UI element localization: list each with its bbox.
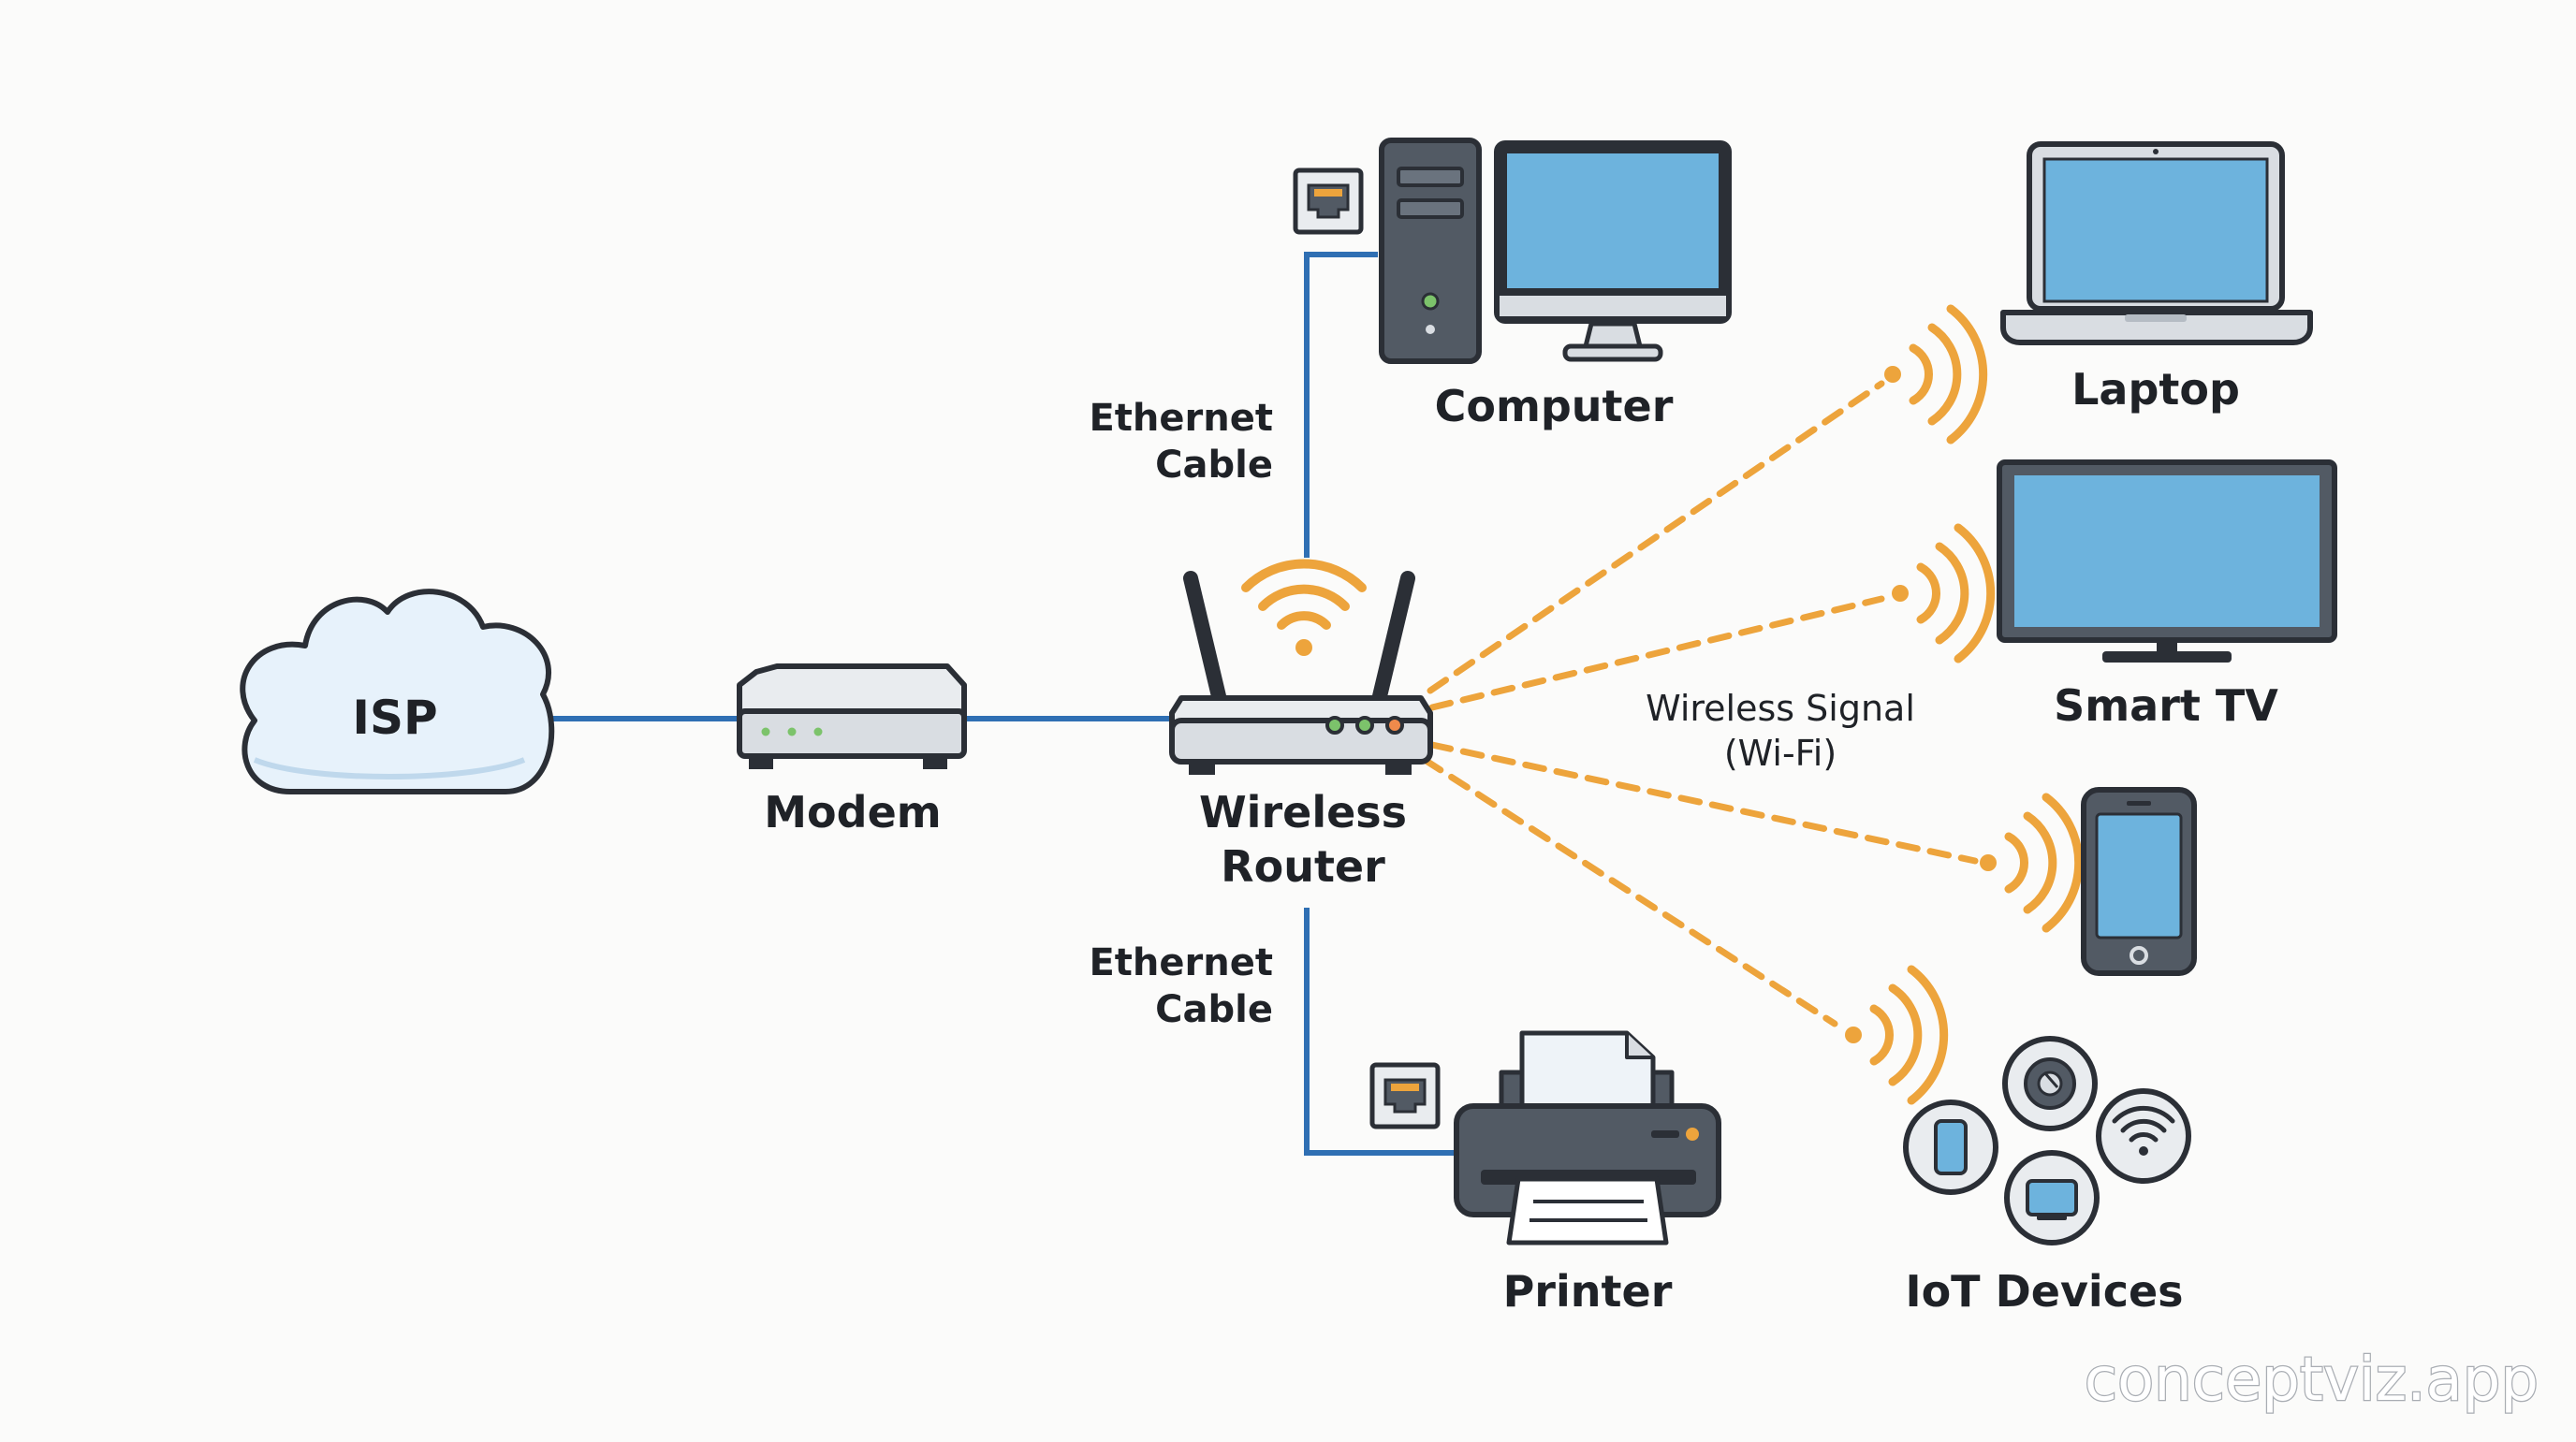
wifi-signal-laptop-icon bbox=[1884, 304, 1988, 444]
isp-label: ISP bbox=[352, 691, 437, 745]
iot-speaker-icon bbox=[2002, 1036, 2098, 1131]
wifi-signal-phone-icon bbox=[1980, 793, 2084, 933]
router-label-line2: Router bbox=[1221, 841, 1385, 892]
ethernet-port-bottom-icon bbox=[1369, 1062, 1441, 1129]
router-label-line1: Wireless bbox=[1199, 787, 1407, 838]
ethernet-bottom-label-line2: Cable bbox=[1155, 988, 1273, 1031]
wifi-link-iot bbox=[1421, 756, 1838, 1027]
modem-label: Modem bbox=[764, 787, 941, 838]
ethernet-cable-bottom bbox=[1304, 908, 1456, 1156]
wireless-signal-label-line1: Wireless Signal bbox=[1646, 688, 1915, 729]
iot-tablet-icon bbox=[2004, 1150, 2100, 1245]
wifi-signal-iot-icon bbox=[1845, 965, 1949, 1105]
ethernet-port-top-icon bbox=[1293, 168, 1364, 235]
router-icon bbox=[1169, 571, 1433, 775]
watermark-text: conceptviz.app bbox=[2085, 1346, 2539, 1415]
wifi-link-phone bbox=[1428, 741, 1979, 865]
wifi-link-laptop bbox=[1427, 380, 1885, 694]
iot-phone-icon bbox=[1903, 1100, 1998, 1195]
iot-devices-label: IoT Devices bbox=[1905, 1266, 2183, 1317]
iot-wifi-icon bbox=[2096, 1088, 2191, 1184]
ethernet-top-label-line2: Cable bbox=[1155, 444, 1273, 487]
printer-icon bbox=[1454, 1030, 1721, 1245]
router-wifi-icon bbox=[1241, 559, 1367, 656]
modem-icon bbox=[737, 663, 967, 769]
ethernet-cable-top bbox=[1304, 252, 1378, 558]
wifi-links bbox=[1421, 380, 1979, 1027]
computer-label: Computer bbox=[1435, 381, 1674, 431]
desktop-tower-icon bbox=[1379, 138, 1482, 364]
printer-label: Printer bbox=[1503, 1266, 1673, 1317]
iot-devices-icon bbox=[1903, 1036, 2191, 1245]
ethernet-top-label-line1: Ethernet bbox=[1089, 397, 1273, 440]
smartphone-icon bbox=[2081, 787, 2197, 976]
wireless-signal-label-line2: (Wi-Fi) bbox=[1724, 733, 1837, 774]
wifi-signal-tv-icon bbox=[1892, 523, 1996, 663]
laptop-icon bbox=[2000, 141, 2313, 345]
smart-tv-label: Smart TV bbox=[2054, 680, 2278, 731]
ethernet-bottom-label-line1: Ethernet bbox=[1089, 941, 1273, 984]
isp-cloud-icon bbox=[240, 589, 555, 794]
smart-tv-icon bbox=[1997, 459, 2337, 663]
monitor-icon bbox=[1494, 140, 1732, 362]
wifi-link-tv bbox=[1428, 595, 1885, 711]
laptop-label: Laptop bbox=[2071, 364, 2240, 415]
